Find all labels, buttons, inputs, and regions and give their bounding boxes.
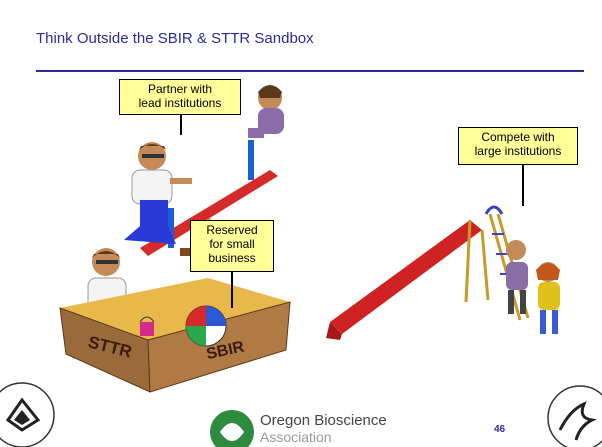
playground-slide-illustration [326,205,560,340]
oregon-bioscience-logo-icon [210,410,254,447]
callout-partner-line-2: lead institutions [138,96,222,110]
org-subtitle: Association [260,429,332,445]
compete-callout-pointer [522,164,524,206]
title-underline [36,70,584,72]
callout-reserved-line-2: for small [209,237,255,251]
callout-reserved: Reserved for small business [190,220,274,272]
callout-compete-line-2: large institutions [474,144,562,158]
oregon-bioscience-wordmark: Oregon Bioscience Association [260,412,387,446]
callout-reserved-line-3: business [208,251,256,265]
callout-compete-line-1: Compete with [481,130,555,144]
callout-compete: Compete with large institutions [458,127,578,165]
seesaw-illustration [124,85,284,256]
callout-partner: Partner with lead institutions [119,79,241,115]
partner-callout-pointer [180,113,182,135]
page-number: 46 [494,424,506,435]
reserved-callout-pointer [231,270,233,308]
callout-partner-line-1: Partner with [147,82,213,96]
hhs-seal-icon [547,385,602,447]
slide-title: Think Outside the SBIR & STTR Sandbox [36,30,314,47]
org-name: Oregon Bioscience [260,412,387,429]
nih-seal-icon [0,382,55,447]
callout-reserved-line-1: Reserved [206,223,258,237]
